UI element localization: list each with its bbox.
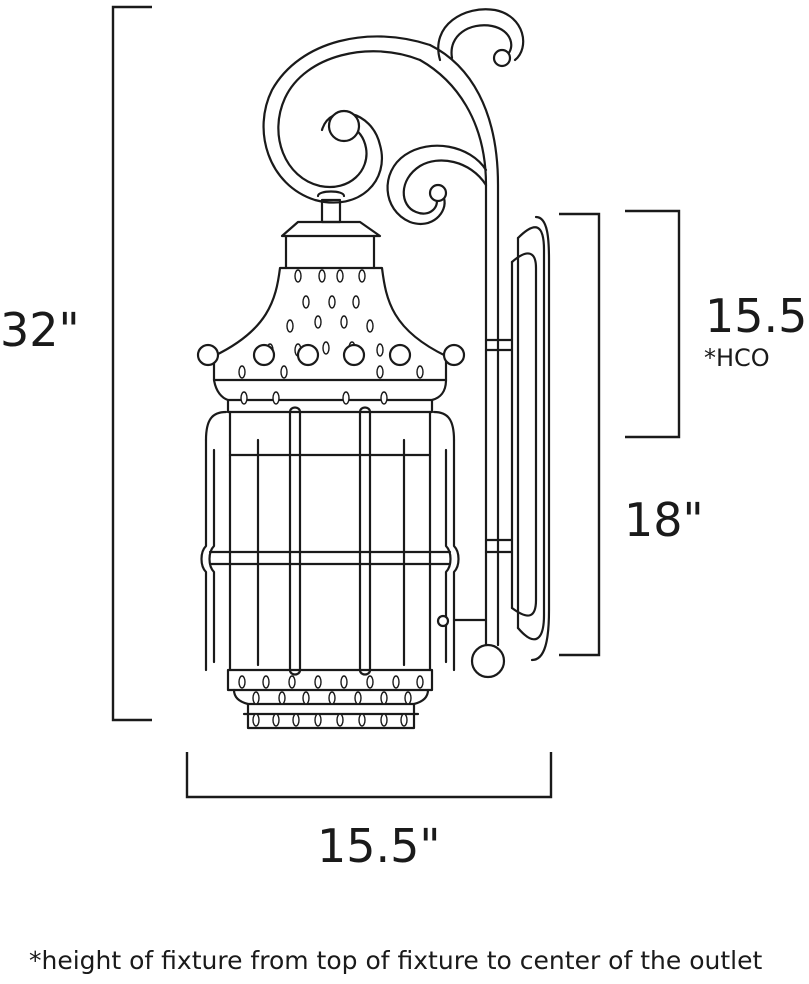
lantern-cap [280,190,382,270]
backplate-dimension-bracket [559,212,601,657]
hco-tag-label: *HCO [704,344,770,372]
height-dimension-bracket [111,5,152,722]
width-dimension-bracket [185,752,553,799]
footnote-text: *height of fixture from top of fixture t… [29,946,762,975]
roof-rosettes [196,343,466,367]
side-screw [436,614,450,628]
lantern-bottom [226,668,434,730]
lantern-cage [200,406,488,676]
hco-label: 15.5" [705,289,809,343]
bottom-holes [238,675,424,727]
height-label: 32" [0,303,80,357]
hco-dimension-bracket [625,209,681,439]
main-scroll-ball [327,109,361,143]
roof-holes [238,269,424,405]
wall-backplate [510,215,551,662]
scroll-arm [262,8,525,679]
width-label: 15.5" [317,819,441,873]
backplate-height-label: 18" [624,493,704,547]
lantern-roof [196,266,466,414]
arm-end-knob [470,643,506,679]
lower-scroll-ball [428,183,448,203]
top-scroll-ball [492,48,512,68]
